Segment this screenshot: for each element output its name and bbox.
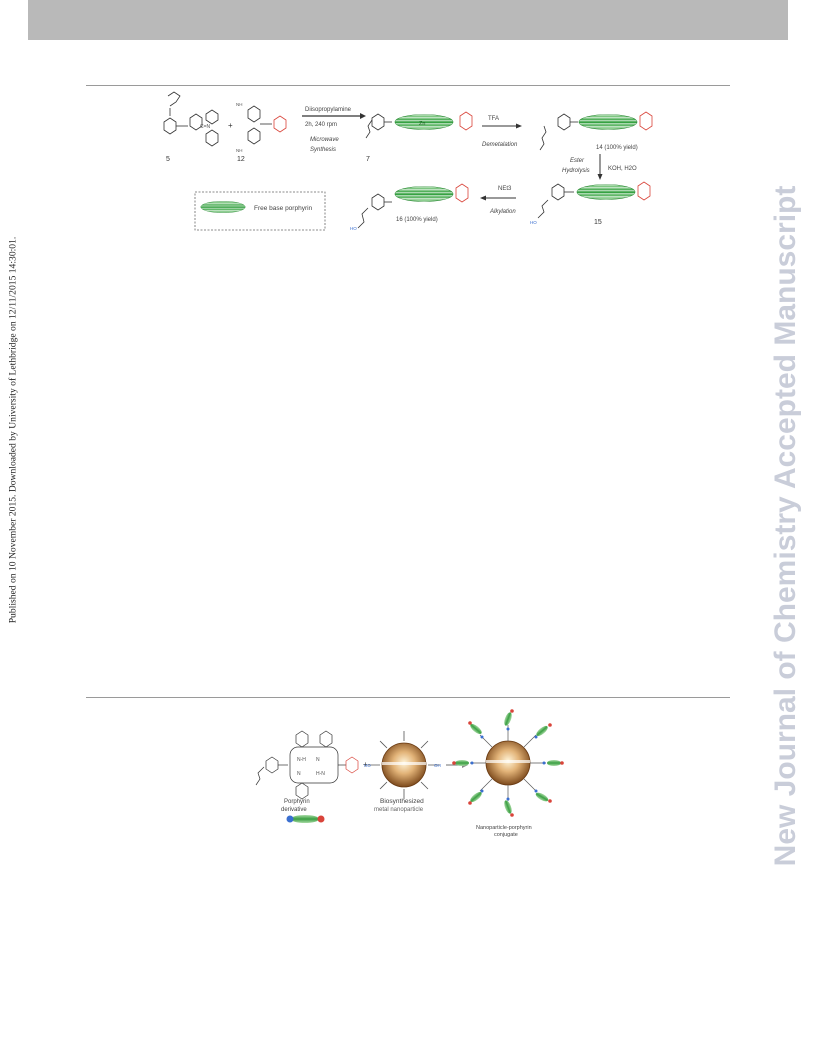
svg-text:C=N: C=N: [200, 124, 211, 130]
legend-label: Free base porphyrin: [254, 205, 313, 212]
graphical-top-rule: [86, 697, 730, 698]
reagent-1: Diisopropylamine: [305, 107, 352, 113]
compound-label-15: 15: [594, 219, 602, 226]
hydrolysis-reagent: KOH, H2O: [608, 166, 637, 172]
alkylation-label: Alkylation: [489, 209, 516, 215]
svg-text:N: N: [316, 757, 320, 763]
compound-16-structure: [357, 193, 392, 229]
method-line-1: Microwave: [310, 137, 339, 143]
svg-text:NH: NH: [236, 148, 243, 153]
compound-15-structure: [537, 183, 574, 219]
legend-porphyrin-icon: [200, 200, 246, 214]
demetalation-label: Demetalation: [482, 142, 518, 148]
alkylation-reagent: NEt3: [498, 186, 512, 192]
compound-label-12: 12: [237, 156, 245, 163]
nanoparticle-porphyrin-conjugate: [452, 709, 564, 817]
synthesis-scheme: C=N 5 + NH NH 12 Diisopropylamine 2h, 24…: [150, 88, 670, 238]
graphical-abstract: N-H N N H-N Porphyrin derivative + HO OH…: [250, 705, 580, 845]
conjugate-label-1: Nanoparticle-porphyrin: [476, 825, 532, 831]
download-notice-text: Published on 10 November 2015. Downloade…: [7, 236, 19, 624]
porphyrin-disk-15: [576, 184, 636, 200]
compound-label-16: 16 (100% yield): [396, 217, 438, 223]
journal-header-bar: [28, 0, 788, 40]
svg-text:N: N: [297, 771, 301, 777]
svg-text:Zn: Zn: [419, 121, 425, 127]
hydrolysis-label-2: Hydrolysis: [562, 168, 590, 174]
compound-7-structure: [365, 113, 392, 139]
legend-box: [194, 191, 326, 231]
compound-14-aldehyde: [639, 111, 653, 131]
svg-text:NH: NH: [236, 102, 243, 107]
graphical-abstract-drawing: N-H N N H-N Porphyrin derivative + HO OH…: [255, 709, 564, 838]
compound-12-structure: [247, 105, 272, 145]
hydrolysis-label-1: Ester: [570, 158, 585, 164]
porphyrin-disk-14: [578, 114, 638, 130]
plus-sign: +: [228, 121, 233, 130]
svg-text:N-H: N-H: [297, 757, 306, 763]
svg-text:HO: HO: [530, 220, 537, 225]
svg-text:HO: HO: [350, 226, 357, 231]
compound-5-structure: [163, 91, 219, 147]
compound-label-7: 7: [366, 156, 370, 163]
compound-12-aldehyde: [273, 115, 287, 133]
synthesis-scheme-drawing: C=N 5 + NH NH 12 Diisopropylamine 2h, 24…: [163, 91, 653, 231]
compound-7-aldehyde: [459, 111, 473, 131]
compound-16-aldehyde: [455, 183, 469, 203]
reagent-2: 2h, 240 rpm: [305, 122, 337, 128]
svg-text:H-N: H-N: [316, 771, 325, 777]
scheme-top-rule: [86, 85, 730, 86]
metal-nanoparticle: [368, 731, 440, 799]
porphyrin-derivative-icon: [286, 815, 325, 823]
conjugate-porphyrin-arms: [455, 712, 561, 814]
method-line-2: Synthesis: [310, 147, 336, 153]
compound-15-aldehyde: [637, 181, 651, 201]
porphyrin-disk-16: [394, 186, 454, 202]
porphyrin-label-2: derivative: [281, 807, 307, 813]
svg-text:OH: OH: [434, 763, 441, 768]
journal-watermark-text: New Journal of Chemistry Accepted Manusc…: [769, 185, 802, 867]
nanoparticle-label-2: metal nanoparticle: [374, 807, 424, 813]
svg-text:HO: HO: [364, 763, 371, 768]
conjugate-label-2: conjugate: [494, 832, 518, 838]
svg-text:+: +: [363, 760, 368, 769]
compound-label-5: 5: [166, 156, 170, 163]
compound-label-14: 14 (100% yield): [596, 145, 638, 151]
demetalation-reagent: TFA: [488, 116, 499, 122]
porphyrin-derivative-structure: [255, 730, 346, 800]
porphyrin-label-1: Porphyrin: [284, 799, 310, 805]
compound-14-structure: [539, 113, 578, 151]
nanoparticle-label-1: Biosynthesized: [380, 798, 424, 805]
